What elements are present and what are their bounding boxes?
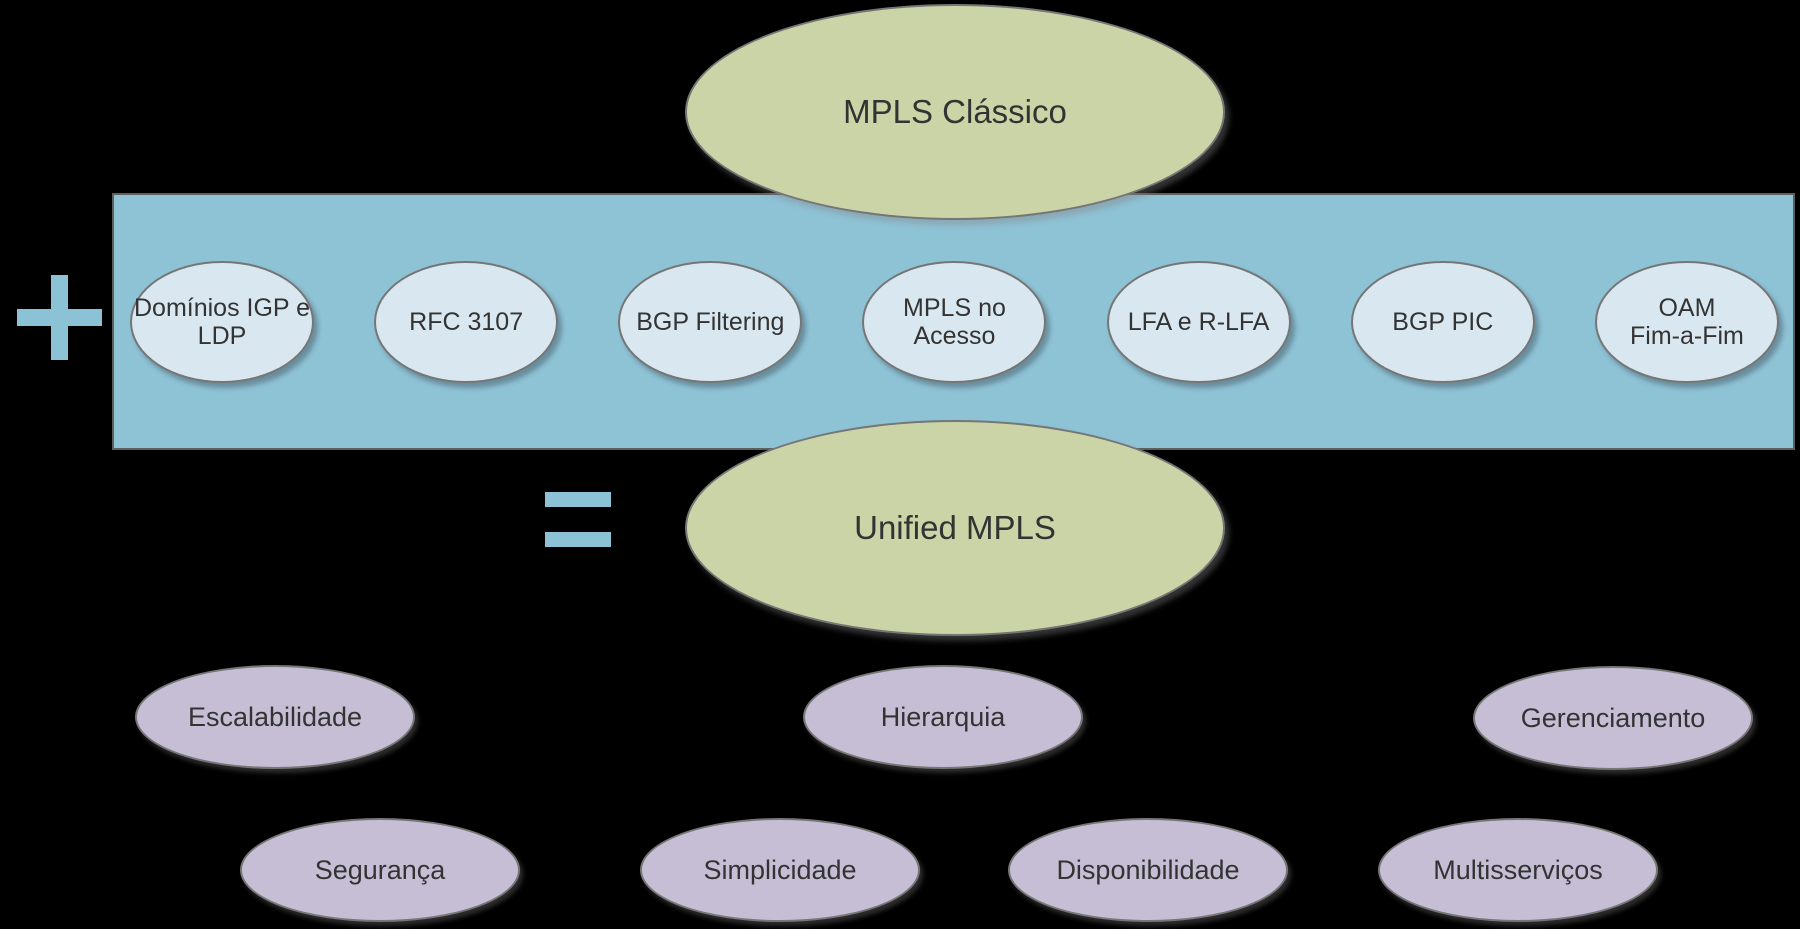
component-ellipse-bgp-pic: BGP PIC (1350, 260, 1535, 383)
benefit-ellipse-disponibilidade: Disponibilidade (1008, 818, 1288, 922)
benefit-label: Multisserviços (1433, 854, 1603, 885)
benefit-label: Hierarquia (880, 701, 1006, 732)
benefit-label: Gerenciamento (1520, 702, 1706, 733)
unified-mpls-ellipse: Unified MPLS (685, 420, 1225, 636)
component-label: RFC 3107 (409, 307, 524, 336)
component-ellipse-dominios-igp-ldp: Domínios IGP e LDP (130, 260, 314, 383)
mpls-classico-ellipse: MPLS Clássico (685, 4, 1225, 220)
benefit-ellipse-hierarquia: Hierarquia (803, 665, 1083, 769)
component-label: Domínios IGP e LDP (133, 293, 310, 350)
component-label: OAM Fim-a-Fim (1630, 293, 1744, 350)
plus-icon (17, 275, 102, 360)
equals-icon-bottom-bar (545, 532, 611, 547)
equals-icon-top-bar (545, 492, 611, 507)
equals-icon (545, 492, 611, 547)
component-label: LFA e R-LFA (1127, 307, 1270, 336)
component-label: MPLS no Acesso (903, 293, 1006, 350)
component-ellipse-rfc-3107: RFC 3107 (374, 260, 559, 383)
unified-mpls-label: Unified MPLS (854, 508, 1056, 546)
components-band: Domínios IGP e LDP RFC 3107 BGP Filterin… (112, 193, 1795, 450)
plus-icon-vertical-bar (51, 275, 68, 360)
benefit-ellipse-escalabilidade: Escalabilidade (135, 665, 415, 769)
benefit-ellipse-gerenciamento: Gerenciamento (1473, 666, 1753, 770)
component-ellipse-lfa-r-lfa: LFA e R-LFA (1106, 260, 1291, 383)
component-ellipse-bgp-filtering: BGP Filtering (618, 260, 803, 383)
benefit-ellipse-multisservicos: Multisserviços (1378, 818, 1658, 922)
benefit-ellipse-simplicidade: Simplicidade (640, 818, 920, 922)
component-ellipse-mpls-no-acesso: MPLS no Acesso (862, 260, 1047, 383)
benefit-label: Simplicidade (703, 854, 857, 885)
component-label: BGP PIC (1392, 307, 1494, 336)
benefit-ellipse-seguranca: Segurança (240, 818, 520, 922)
component-label: BGP Filtering (636, 307, 785, 336)
benefit-label: Segurança (314, 854, 446, 885)
mpls-classico-label: MPLS Clássico (843, 92, 1067, 130)
component-ellipse-oam-fim-a-fim: OAM Fim-a-Fim (1594, 260, 1779, 383)
benefit-label: Escalabilidade (187, 701, 363, 732)
benefit-label: Disponibilidade (1056, 854, 1240, 885)
